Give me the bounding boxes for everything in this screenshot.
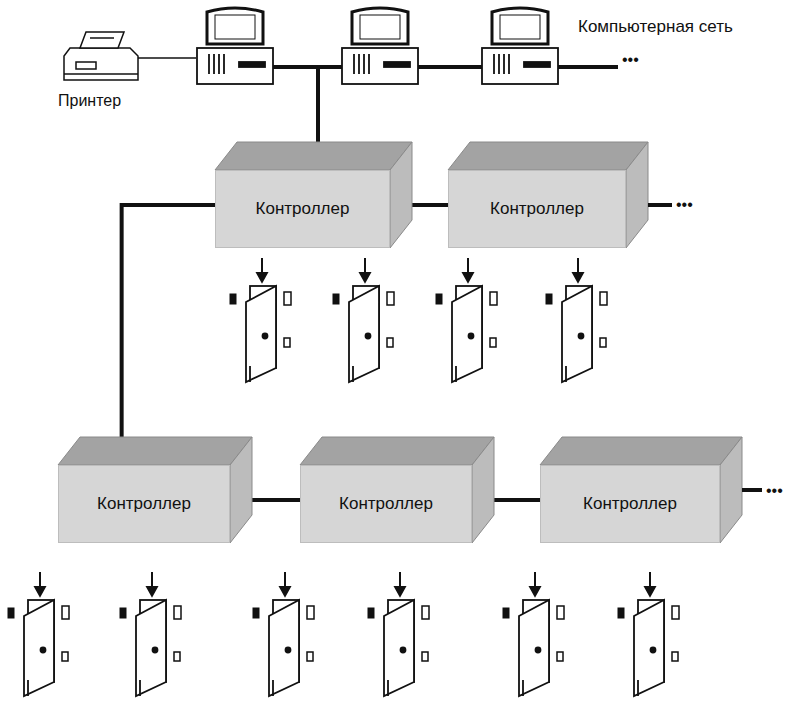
door-icon xyxy=(8,572,69,696)
continuation-dots: ••• xyxy=(766,482,783,500)
controller-box: Контроллер xyxy=(58,465,230,543)
controller-tops xyxy=(58,142,742,543)
door-icon xyxy=(546,258,607,382)
continuation-dots: ••• xyxy=(622,51,639,69)
controller-top xyxy=(540,437,742,465)
controller-label: Контроллер xyxy=(256,199,350,219)
controller-top xyxy=(300,437,494,465)
door-icon xyxy=(333,258,394,382)
controller-top xyxy=(448,142,648,170)
controller-box: Контроллер xyxy=(540,465,720,543)
computer-icon xyxy=(197,8,273,84)
computer-icon xyxy=(342,8,418,84)
controller-side xyxy=(390,142,412,248)
controller-label: Контроллер xyxy=(583,494,677,514)
controller-label: Контроллер xyxy=(490,199,584,219)
bus-extensions xyxy=(648,205,762,490)
door-icon xyxy=(120,572,181,696)
controller-top xyxy=(58,437,252,465)
network-label: Компьютерная сеть xyxy=(578,17,733,37)
door-icon xyxy=(368,572,429,696)
door-icon xyxy=(436,258,497,382)
door-icon xyxy=(503,572,564,696)
printer-label: Принтер xyxy=(58,92,121,110)
controller-box: Контроллер xyxy=(300,465,472,543)
controller-side xyxy=(472,437,494,543)
controller-side xyxy=(626,142,648,248)
controller-box: Контроллер xyxy=(448,170,626,248)
controller-side xyxy=(230,437,252,543)
controller-label: Контроллер xyxy=(97,494,191,514)
controller-top xyxy=(215,142,412,170)
door-icon xyxy=(618,572,679,696)
controller-side xyxy=(720,437,742,543)
door-icon xyxy=(253,572,314,696)
printer-cable xyxy=(138,57,196,59)
network-bus xyxy=(272,67,618,150)
controller-box: Контроллер xyxy=(215,170,390,248)
computers xyxy=(197,8,558,84)
bus-line xyxy=(122,205,215,465)
printer-icon xyxy=(64,32,138,80)
door-icon xyxy=(230,258,291,382)
computer-icon xyxy=(482,8,558,84)
controller-label: Контроллер xyxy=(339,494,433,514)
continuation-dots: ••• xyxy=(676,196,693,214)
